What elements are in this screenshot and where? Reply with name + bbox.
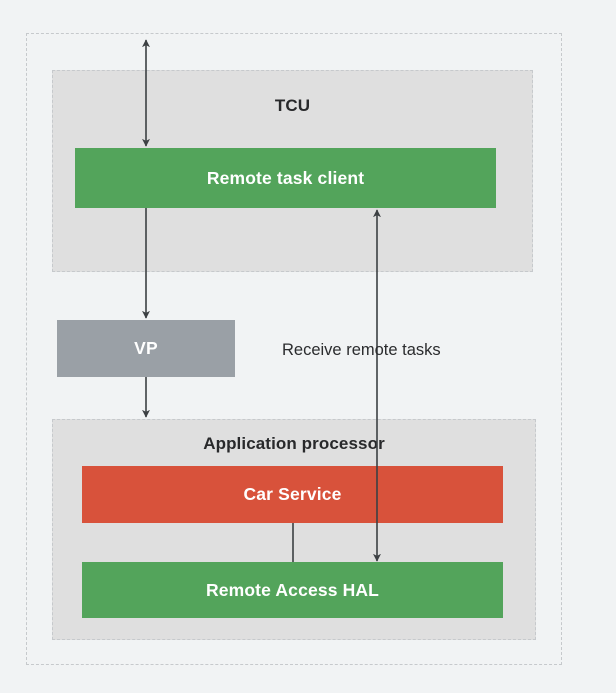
node-remote-access-hal-label: Remote Access HAL <box>205 579 380 600</box>
node-remote-task-client: Remote task client <box>75 148 496 208</box>
group-tcu-label: TCU <box>274 96 311 115</box>
group-application-processor-label: Application processor <box>203 434 385 453</box>
node-vp-label: VP <box>134 338 158 358</box>
outer-boundary <box>26 33 562 665</box>
node-vp: VP <box>57 320 235 377</box>
node-car-service-label: Car Service <box>243 484 342 504</box>
annotation-receive-remote-tasks: Receive remote tasks <box>282 341 441 359</box>
node-remote-access-hal: Remote Access HAL <box>82 562 503 618</box>
node-remote-task-client-label: Remote task client <box>206 167 365 188</box>
node-car-service: Car Service <box>82 466 503 523</box>
